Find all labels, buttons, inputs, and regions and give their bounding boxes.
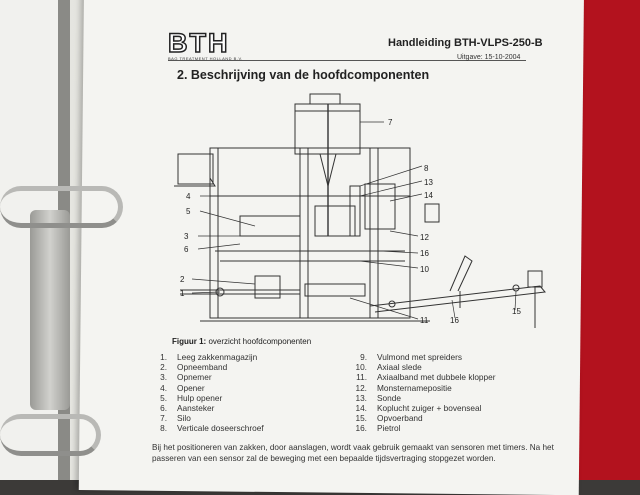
list-item: 15.Opvoerband xyxy=(355,413,423,424)
list-item: 1.Leeg zakkenmagazijn xyxy=(160,352,258,362)
callout-6: 6 xyxy=(184,245,189,254)
callout-16a: 16 xyxy=(420,249,429,258)
list-item: 8.Verticale doseerschroef xyxy=(160,423,264,434)
list-item: 6.Aansteker xyxy=(160,403,215,414)
callout-5: 5 xyxy=(186,207,191,216)
callout-3: 3 xyxy=(184,232,189,241)
callout-10: 10 xyxy=(420,265,429,274)
binder-ring-bottom xyxy=(0,414,101,456)
callout-8: 8 xyxy=(424,164,429,173)
list-item: 9.Vulmond met spreiders xyxy=(360,352,463,362)
list-item: 12.Monsternamepositie xyxy=(355,382,452,393)
machine-frame xyxy=(209,147,411,319)
component-list-left: 1.Leeg zakkenmagazijn 2.Opneemband 3.Opn… xyxy=(145,352,264,434)
callout-15: 15 xyxy=(512,307,521,316)
list-item: 11.Axiaalband met dubbele klopper xyxy=(356,372,496,383)
figure-text: overzicht hoofdcomponenten xyxy=(206,337,312,346)
callout-7: 7 xyxy=(388,118,393,127)
machine-diagram: 7 8 13 14 4 5 3 6 12 16 10 2 1 11 16 15 xyxy=(174,93,546,328)
callout-16b: 16 xyxy=(450,316,459,325)
body-paragraph: Bij het positioneren van zakken, door aa… xyxy=(152,443,554,463)
list-item: 7.Silo xyxy=(160,413,191,424)
list-item: 14.Koplucht zuiger + bovenseal xyxy=(355,403,482,414)
logo-subtitle: BAG TREATMENT HOLLAND B.V. xyxy=(168,56,243,61)
callout-11: 11 xyxy=(420,316,429,325)
header-rule xyxy=(168,60,526,61)
list-item: 16.Pietrol xyxy=(355,423,401,434)
figure-caption: Figuur 1: overzicht hoofdcomponenten xyxy=(172,337,311,346)
list-item: 13.Sonde xyxy=(355,392,401,403)
figure-label: Figuur 1: xyxy=(172,337,207,346)
callout-14: 14 xyxy=(424,191,433,200)
list-item: 10.Axiaal slede xyxy=(355,362,422,373)
callout-13: 13 xyxy=(424,178,433,187)
binder-lever xyxy=(30,210,70,410)
list-item: 4.Opener xyxy=(160,382,205,393)
callout-12: 12 xyxy=(420,233,429,242)
component-list-right: 9.Vulmond met spreiders 10.Axiaal slede … xyxy=(345,352,496,434)
logo-text: BTH xyxy=(167,28,230,58)
binder-ring-top xyxy=(0,186,123,228)
callout-1: 1 xyxy=(180,289,185,298)
document-title: Handleiding BTH-VLPS-250-B xyxy=(388,37,543,49)
list-item: 5.Hulp opener xyxy=(160,392,223,403)
list-item: 3.Opnemer xyxy=(160,372,212,383)
list-item: 2.Opneemband xyxy=(160,362,228,373)
bth-logo: BTH xyxy=(167,28,264,58)
section-heading: 2. Beschrijving van de hoofdcomponenten xyxy=(177,68,430,82)
issue-date: Uitgave: 15-10-2004 xyxy=(457,54,521,61)
callout-2: 2 xyxy=(180,275,185,284)
callout-4: 4 xyxy=(186,192,191,201)
